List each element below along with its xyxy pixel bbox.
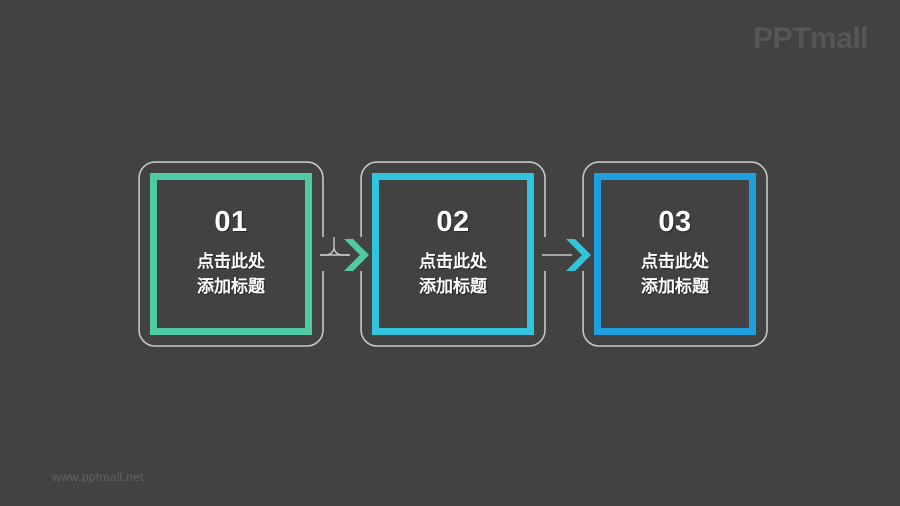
step-one[interactable]: 01 点击此处 添加标题 <box>138 161 324 347</box>
step-three-title: 点击此处 添加标题 <box>641 252 709 296</box>
step-one-content: 01 点击此处 添加标题 <box>138 161 324 347</box>
process-diagram: 01 点击此处 添加标题 02 点击此处 添加标题 <box>138 161 768 347</box>
step-two-title: 点击此处 添加标题 <box>419 252 487 296</box>
step-one-accent-box <box>150 173 312 335</box>
step-two[interactable]: 02 点击此处 添加标题 <box>360 161 546 347</box>
step-three-accent-box <box>594 173 756 335</box>
step-one-title: 点击此处 添加标题 <box>197 252 265 296</box>
step-two-accent-box <box>372 173 534 335</box>
step-three-number: 03 <box>658 206 692 239</box>
step-two-content: 02 点击此处 添加标题 <box>360 161 546 347</box>
step-two-number: 02 <box>436 206 470 239</box>
footer-url: www.pptmall.net <box>52 470 144 484</box>
step-three[interactable]: 03 点击此处 添加标题 <box>582 161 768 347</box>
step-one-number: 01 <box>214 206 248 239</box>
brand-logo: PPTmall <box>753 22 868 55</box>
step-three-content: 03 点击此处 添加标题 <box>582 161 768 347</box>
